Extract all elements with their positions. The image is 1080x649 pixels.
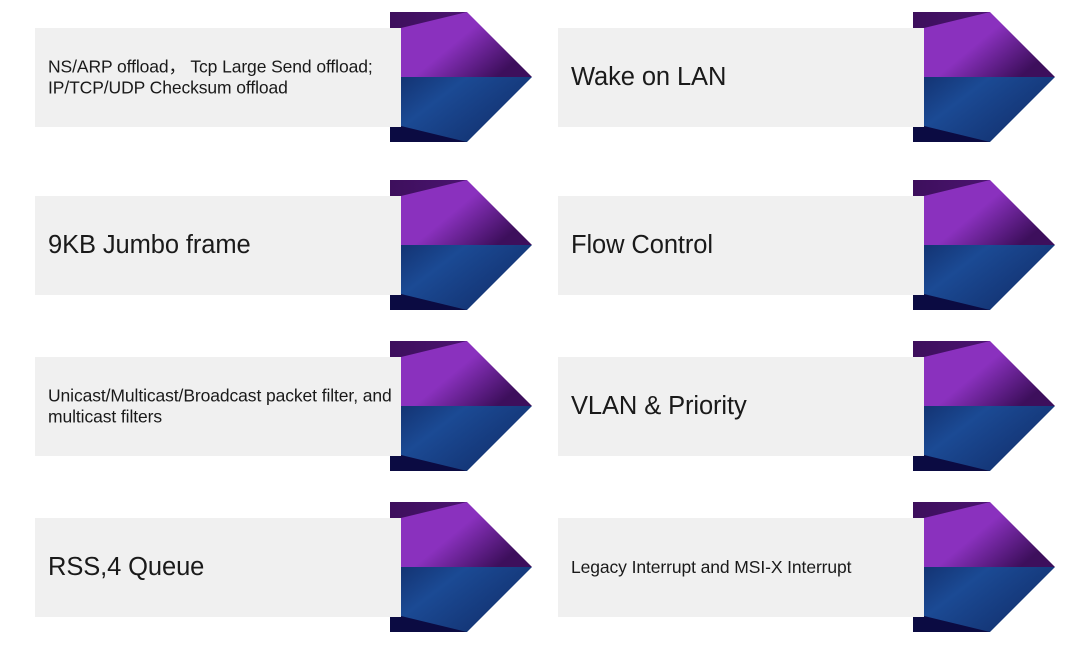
chevron-arrow-icon bbox=[913, 341, 1055, 471]
label-plate: Legacy Interrupt and MSI-X Interrupt bbox=[558, 518, 924, 617]
banner-label: Legacy Interrupt and MSI-X Interrupt bbox=[571, 556, 852, 577]
banner-label: 9KB Jumbo frame bbox=[48, 230, 251, 259]
banner-label: Flow Control bbox=[571, 230, 713, 259]
label-plate: RSS,4 Queue bbox=[35, 518, 401, 617]
label-plate: Wake on LAN bbox=[558, 28, 924, 127]
banner-label: Wake on LAN bbox=[571, 62, 727, 91]
rss-queue-banner[interactable]: RSS,4 Queue bbox=[35, 492, 554, 642]
chevron-arrow-icon bbox=[390, 12, 532, 142]
banner-label: RSS,4 Queue bbox=[48, 552, 205, 581]
vlan-priority-banner[interactable]: VLAN & Priority bbox=[558, 331, 1077, 481]
label-plate: Flow Control bbox=[558, 196, 924, 295]
label-plate: Unicast/Multicast/Broadcast packet filte… bbox=[35, 357, 401, 456]
packet-filter-banner[interactable]: Unicast/Multicast/Broadcast packet filte… bbox=[35, 331, 554, 481]
banner-label: NS/ARP offload， Tcp Large Send offload; … bbox=[48, 55, 373, 98]
chevron-arrow-icon bbox=[913, 180, 1055, 310]
checksum-offload-banner[interactable]: NS/ARP offload， Tcp Large Send offload; … bbox=[35, 2, 554, 152]
chevron-arrow-icon bbox=[390, 502, 532, 632]
wake-on-lan-banner[interactable]: Wake on LAN bbox=[558, 2, 1077, 152]
chevron-arrow-icon bbox=[390, 180, 532, 310]
banner-label: Unicast/Multicast/Broadcast packet filte… bbox=[48, 384, 392, 427]
label-plate: NS/ARP offload， Tcp Large Send offload; … bbox=[35, 28, 401, 127]
chevron-arrow-icon bbox=[913, 502, 1055, 632]
label-plate: VLAN & Priority bbox=[558, 357, 924, 456]
chevron-arrow-icon bbox=[390, 341, 532, 471]
jumbo-frame-banner[interactable]: 9KB Jumbo frame bbox=[35, 170, 554, 320]
interrupt-banner[interactable]: Legacy Interrupt and MSI-X Interrupt bbox=[558, 492, 1077, 642]
chevron-arrow-icon bbox=[913, 12, 1055, 142]
banner-label: VLAN & Priority bbox=[571, 391, 747, 420]
label-plate: 9KB Jumbo frame bbox=[35, 196, 401, 295]
flow-control-banner[interactable]: Flow Control bbox=[558, 170, 1077, 320]
